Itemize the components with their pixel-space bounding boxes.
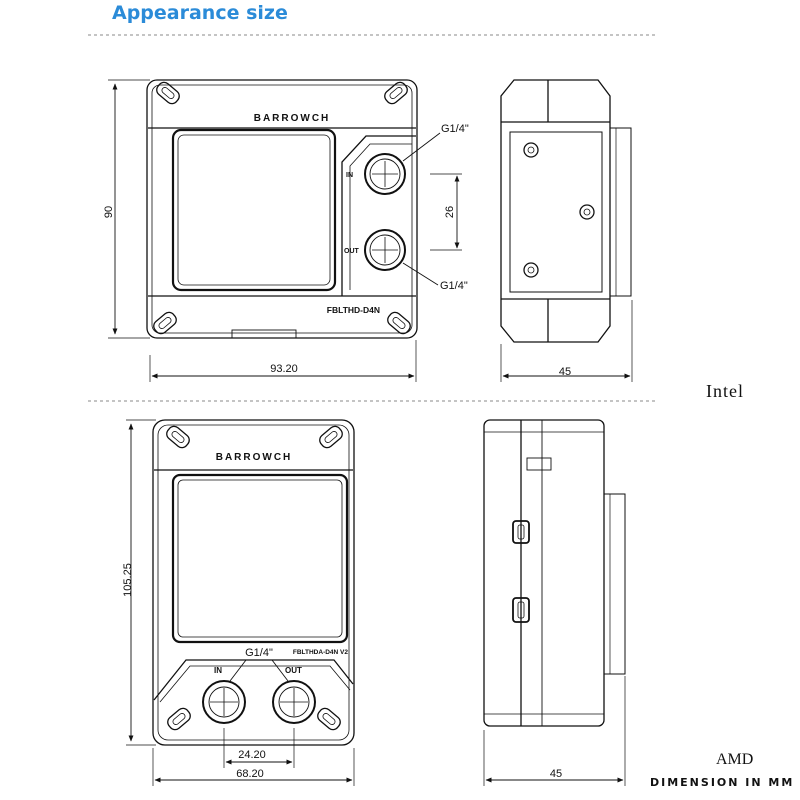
amd-in-label: IN — [214, 666, 222, 675]
amd-side-usb-connector-top — [512, 520, 530, 544]
amd-side-view — [483, 419, 626, 786]
intel-in-label: IN — [346, 172, 353, 179]
intel-thread-label-bottom: G1/4" — [440, 280, 468, 292]
amd-section-label: AMD — [716, 751, 754, 768]
intel-front-view — [108, 79, 462, 382]
intel-brand-logo: BARROWCH — [254, 113, 331, 124]
amd-out-port — [272, 680, 316, 724]
page-heading: Appearance size — [112, 2, 288, 24]
intel-height-dimension: 90 — [103, 206, 115, 218]
intel-in-port — [364, 153, 406, 195]
amd-thread-label: G1/4" — [245, 647, 273, 659]
intel-thread-label-top: G1/4" — [441, 123, 469, 135]
amd-front-view — [126, 419, 355, 786]
intel-side-dimension: 45 — [559, 366, 571, 378]
intel-port-spacing-dimension: 26 — [444, 206, 456, 218]
intel-out-label: OUT — [344, 248, 360, 255]
amd-model-label: FBLTHDA-D4N V2 — [293, 649, 349, 656]
amd-height-dimension: 105.25 — [122, 563, 134, 597]
intel-mounting-holes — [153, 81, 411, 335]
amd-in-port — [202, 680, 246, 724]
dimension-unit-note: DIMENSION IN MM — [650, 776, 795, 789]
amd-side-usb-connector-bottom — [512, 597, 530, 623]
intel-width-dimension: 93.20 — [270, 363, 298, 375]
intel-out-port — [364, 229, 406, 271]
amd-out-label: OUT — [285, 666, 302, 675]
intel-model-label: FBLTHD-D4N — [327, 305, 380, 315]
amd-brand-logo: BARROWCH — [216, 452, 293, 463]
amd-width-dimension: 68.20 — [236, 768, 264, 780]
amd-side-dimension: 45 — [550, 768, 562, 780]
intel-side-view — [500, 79, 633, 382]
amd-port-spacing-dimension: 24.20 — [238, 749, 266, 761]
intel-section-label: Intel — [706, 381, 744, 401]
amd-mounting-holes — [166, 425, 343, 731]
